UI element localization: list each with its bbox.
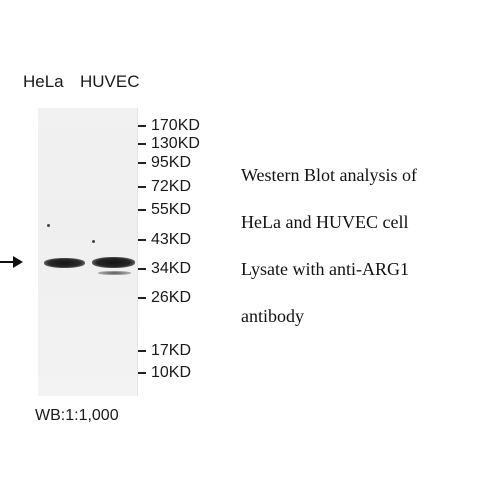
lane-label-hela: HeLa <box>23 72 64 91</box>
marker-34kd: 34KD <box>138 259 191 279</box>
marker-26kd: 26KD <box>138 288 191 308</box>
marker-label: 130KD <box>151 135 200 152</box>
caption-line: Western Blot analysis of <box>241 165 418 185</box>
blot-membrane <box>38 108 138 396</box>
marker-130kd: 130KD <box>138 134 200 154</box>
lane-label-huvec: HUVEC <box>80 72 140 91</box>
caption-line: Lysate with anti-ARG1 <box>241 259 409 279</box>
marker-10kd: 10KD <box>138 363 191 383</box>
marker-tick <box>138 239 146 241</box>
right-arrow-icon <box>0 256 23 268</box>
marker-tick <box>138 186 146 188</box>
molecular-weight-ladder: 170KD 130KD 95KD 72KD 55KD 43KD 34KD 26K… <box>138 116 238 386</box>
marker-label: 170KD <box>151 117 200 134</box>
marker-43kd: 43KD <box>138 230 191 250</box>
figure-caption: Western Blot analysis of HeLa and HUVEC … <box>241 166 417 354</box>
marker-tick <box>138 209 146 211</box>
band-hela <box>44 258 85 268</box>
marker-tick <box>138 268 146 270</box>
marker-tick <box>138 350 146 352</box>
marker-72kd: 72KD <box>138 177 191 197</box>
caption-line: HeLa and HUVEC cell <box>241 212 409 232</box>
marker-label: 26KD <box>151 289 192 306</box>
marker-17kd: 17KD <box>138 341 191 361</box>
marker-label: 43KD <box>151 231 192 248</box>
marker-tick <box>138 143 146 145</box>
marker-tick <box>138 297 146 299</box>
marker-tick <box>138 125 146 127</box>
marker-label: 95KD <box>151 154 192 171</box>
marker-170kd: 170KD <box>138 116 200 136</box>
marker-label: 72KD <box>151 178 192 195</box>
marker-label: 17KD <box>151 342 192 359</box>
membrane-speck <box>47 224 50 227</box>
marker-label: 10KD <box>151 364 192 381</box>
caption-line: antibody <box>241 306 304 326</box>
marker-tick <box>138 162 146 164</box>
marker-55kd: 55KD <box>138 200 191 220</box>
band-huvec-lower <box>98 271 131 275</box>
marker-95kd: 95KD <box>138 153 191 173</box>
marker-tick <box>138 372 146 374</box>
band-huvec <box>92 257 135 268</box>
dilution-label: WB:1:1,000 <box>35 407 119 424</box>
marker-label: 55KD <box>151 201 192 218</box>
membrane-speck <box>92 240 95 243</box>
marker-label: 34KD <box>151 260 192 277</box>
